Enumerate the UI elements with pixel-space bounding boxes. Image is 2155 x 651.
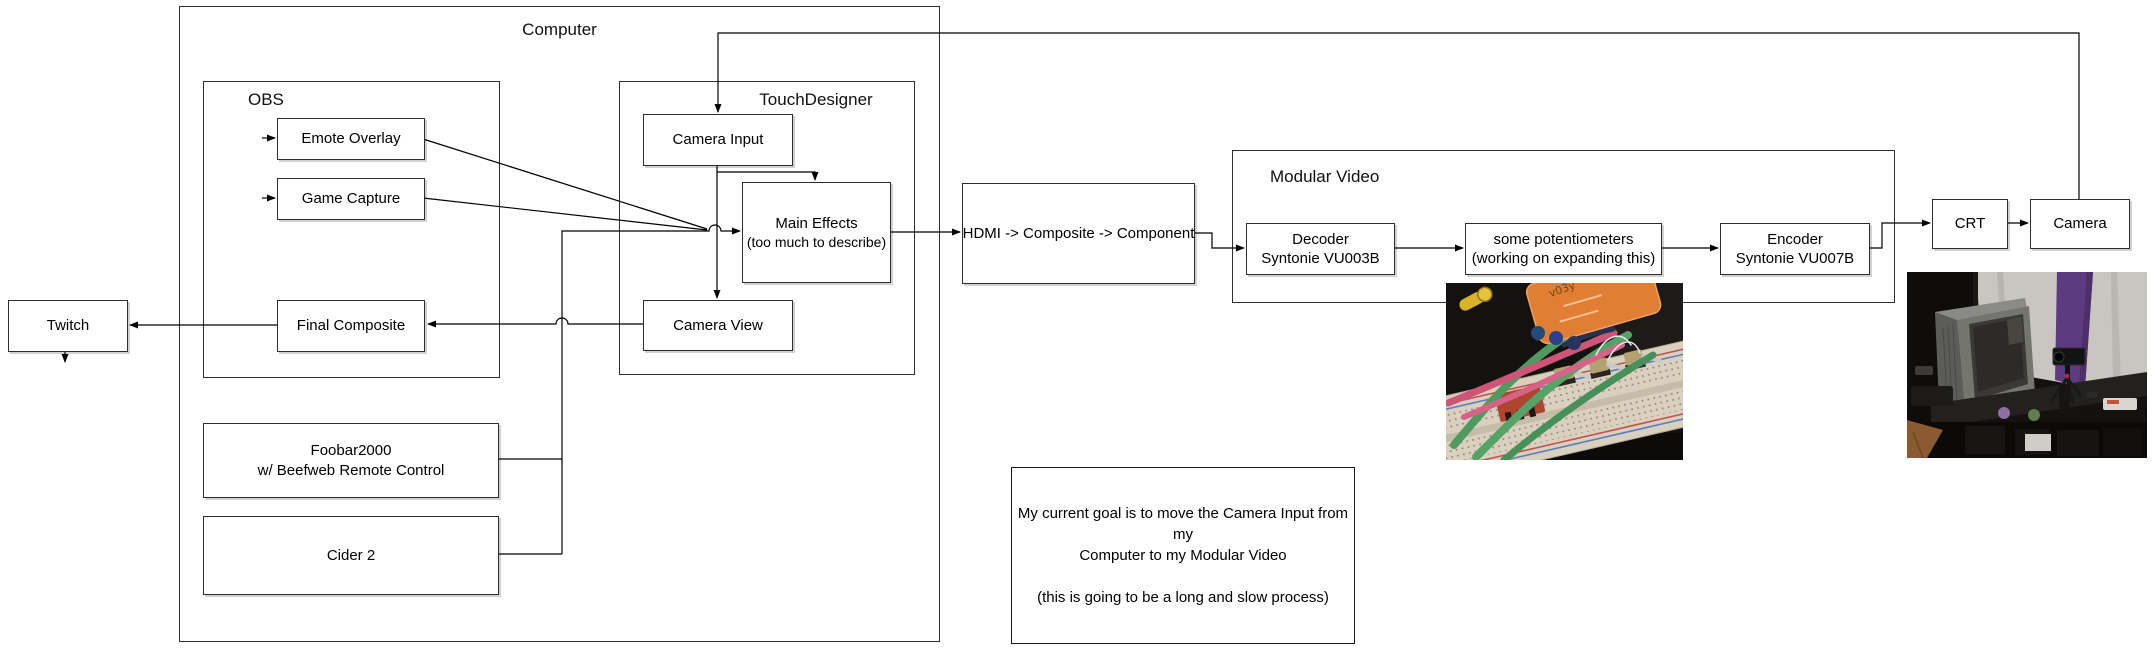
wire-camerainput-maineffects (717, 171, 819, 181)
node-camera-label: Camera (2053, 215, 2107, 233)
node-final-composite-label: Final Composite (296, 317, 406, 335)
touchdesigner-container: TouchDesigner (619, 81, 915, 375)
node-final-composite: Final Composite (277, 300, 425, 352)
node-encoder-label-1: Encoder (1767, 230, 1823, 248)
node-decoder-label-1: Decoder (1292, 230, 1349, 248)
node-crt: CRT (1932, 199, 2008, 249)
node-decoder: Decoder Syntonie VU003B (1246, 223, 1395, 275)
node-hdmi-converter-label: HDMI -> Composite -> Component (962, 224, 1195, 242)
node-emote-overlay-label: Emote Overlay (301, 130, 401, 148)
wire-cameraview-finalcomposite (427, 317, 643, 328)
node-twitch-label: Twitch (46, 317, 90, 335)
node-camera-input-label: Camera Input (672, 131, 764, 149)
node-crt-label: CRT (1954, 215, 1986, 233)
node-foobar2000: Foobar2000 w/ Beefweb Remote Control (203, 423, 499, 498)
crt-setup-photo (1907, 272, 2147, 458)
node-hdmi-converter: HDMI -> Composite -> Component (962, 183, 1195, 284)
node-camera-view-label: Camera View (673, 316, 763, 334)
node-foobar2000-label-1: Foobar2000 (310, 442, 392, 459)
wire-camera-camerainput (714, 32, 2080, 199)
goal-note-line-3: (this is going to be a long and slow pro… (1037, 589, 1329, 606)
node-encoder: Encoder Syntonie VU007B (1720, 223, 1870, 275)
node-camera: Camera (2030, 199, 2130, 249)
node-cider2-label: Cider 2 (326, 546, 376, 564)
computer-container: Computer (179, 6, 940, 642)
goal-note-line-1: My current goal is to move the Camera In… (1017, 505, 1349, 543)
node-potentiometers-label-2: (working on expanding this) (1471, 250, 1656, 267)
obs-label: OBS (248, 90, 284, 109)
node-main-effects-label-1: Main Effects (775, 214, 858, 232)
wire-emote-maineffects (422, 138, 708, 230)
wire-encoder-crt (1868, 219, 1931, 249)
goal-note: My current goal is to move the Camera In… (1011, 467, 1355, 644)
node-potentiometers: some potentiometers (working on expandin… (1465, 223, 1662, 275)
node-camera-view: Camera View (643, 300, 793, 351)
wire-hdmi-decoder (1193, 232, 1245, 252)
node-camera-input: Camera Input (643, 114, 793, 166)
node-game-capture: Game Capture (277, 178, 425, 220)
node-emote-overlay: Emote Overlay (277, 118, 425, 160)
node-cider2: Cider 2 (203, 516, 499, 595)
touchdesigner-label: TouchDesigner (759, 90, 873, 109)
goal-note-line-2: Computer to my Modular Video (1079, 547, 1287, 564)
breadboard-photo: v03y (1446, 283, 1683, 460)
node-main-effects-label-2: (too much to describe) (746, 234, 887, 251)
wire-game-maineffects (422, 197, 708, 231)
node-game-capture-label: Game Capture (301, 190, 401, 208)
node-twitch: Twitch (8, 300, 128, 352)
node-encoder-label-2: Syntonie VU007B (1735, 250, 1855, 267)
node-foobar2000-label-2: w/ Beefweb Remote Control (257, 461, 445, 479)
obs-container: OBS (203, 81, 500, 378)
wire-bus-maineffects (561, 224, 741, 554)
computer-label: Computer (522, 20, 597, 39)
node-decoder-label-2: Syntonie VU003B (1261, 250, 1380, 267)
modular-video-label: Modular Video (1270, 167, 1380, 186)
node-potentiometers-label-1: some potentiometers (1493, 230, 1634, 248)
node-main-effects: Main Effects (too much to describe) (742, 182, 891, 283)
